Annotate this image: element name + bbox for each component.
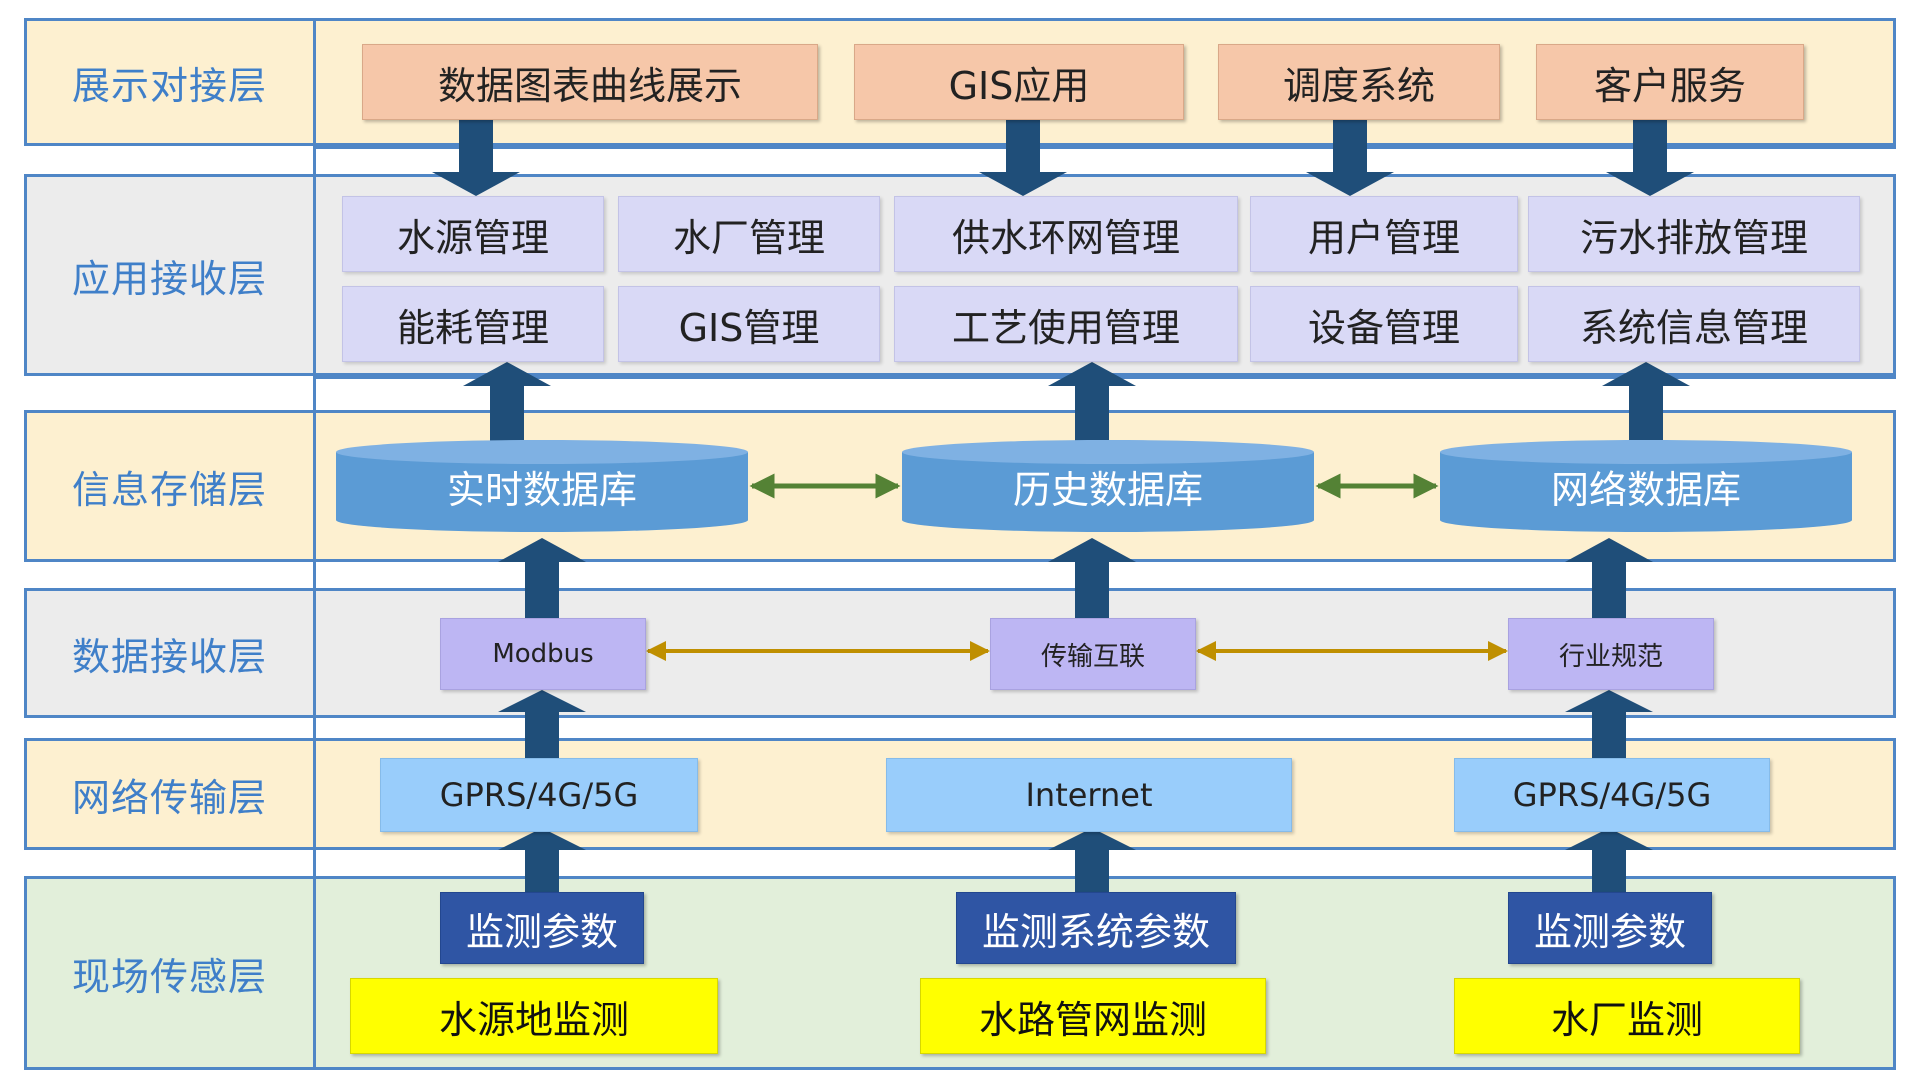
app-box-user: 用户管理 xyxy=(1250,196,1518,272)
recv-box-modbus: Modbus xyxy=(440,618,646,690)
layer-label-storage: 信息存储层 xyxy=(71,467,267,512)
layer-label-receiving: 数据接收层 xyxy=(71,634,267,679)
site-box-water-plant: 水厂监测 xyxy=(1454,978,1800,1054)
app-box-supply-network: 供水环网管理 xyxy=(894,196,1238,272)
label-column-divider xyxy=(313,20,316,1070)
row-connector xyxy=(313,146,1896,149)
recv-box-standards: 行业规范 xyxy=(1508,618,1714,690)
layer-label-network: 网络传输层 xyxy=(71,775,267,820)
param-box-1: 监测参数 xyxy=(440,892,644,964)
db-label-history: 历史数据库 xyxy=(1012,467,1203,512)
app-box-system-info: 系统信息管理 xyxy=(1528,286,1860,362)
row-connector xyxy=(313,376,1896,379)
db-label-realtime: 实时数据库 xyxy=(446,467,637,512)
net-box-internet: Internet xyxy=(886,758,1292,832)
app-box-energy: 能耗管理 xyxy=(342,286,604,362)
app-box-process: 工艺使用管理 xyxy=(894,286,1238,362)
param-box-3: 监测参数 xyxy=(1508,892,1712,964)
app-box-equipment: 设备管理 xyxy=(1250,286,1518,362)
app-box-gis-mgmt: GIS管理 xyxy=(618,286,880,362)
app-box-water-source: 水源管理 xyxy=(342,196,604,272)
recv-box-interconnect: 传输互联 xyxy=(990,618,1196,690)
layer-label-presentation: 展示对接层 xyxy=(71,63,267,108)
layer-label-sensing: 现场传感层 xyxy=(71,954,267,999)
site-box-water-source: 水源地监测 xyxy=(350,978,718,1054)
param-box-2: 监测系统参数 xyxy=(956,892,1236,964)
presentation-box-gis: GIS应用 xyxy=(854,44,1184,120)
net-box-gprs-2: GPRS/4G/5G xyxy=(1454,758,1770,832)
presentation-box-customer: 客户服务 xyxy=(1536,44,1804,120)
net-box-gprs-1: GPRS/4G/5G xyxy=(380,758,698,832)
presentation-box-dispatch: 调度系统 xyxy=(1218,44,1500,120)
db-label-network: 网络数据库 xyxy=(1550,467,1741,512)
site-box-pipe-network: 水路管网监测 xyxy=(920,978,1266,1054)
app-box-water-plant: 水厂管理 xyxy=(618,196,880,272)
layer-label-application: 应用接收层 xyxy=(71,256,267,301)
presentation-box-charts: 数据图表曲线展示 xyxy=(362,44,818,120)
app-box-sewage: 污水排放管理 xyxy=(1528,196,1860,272)
